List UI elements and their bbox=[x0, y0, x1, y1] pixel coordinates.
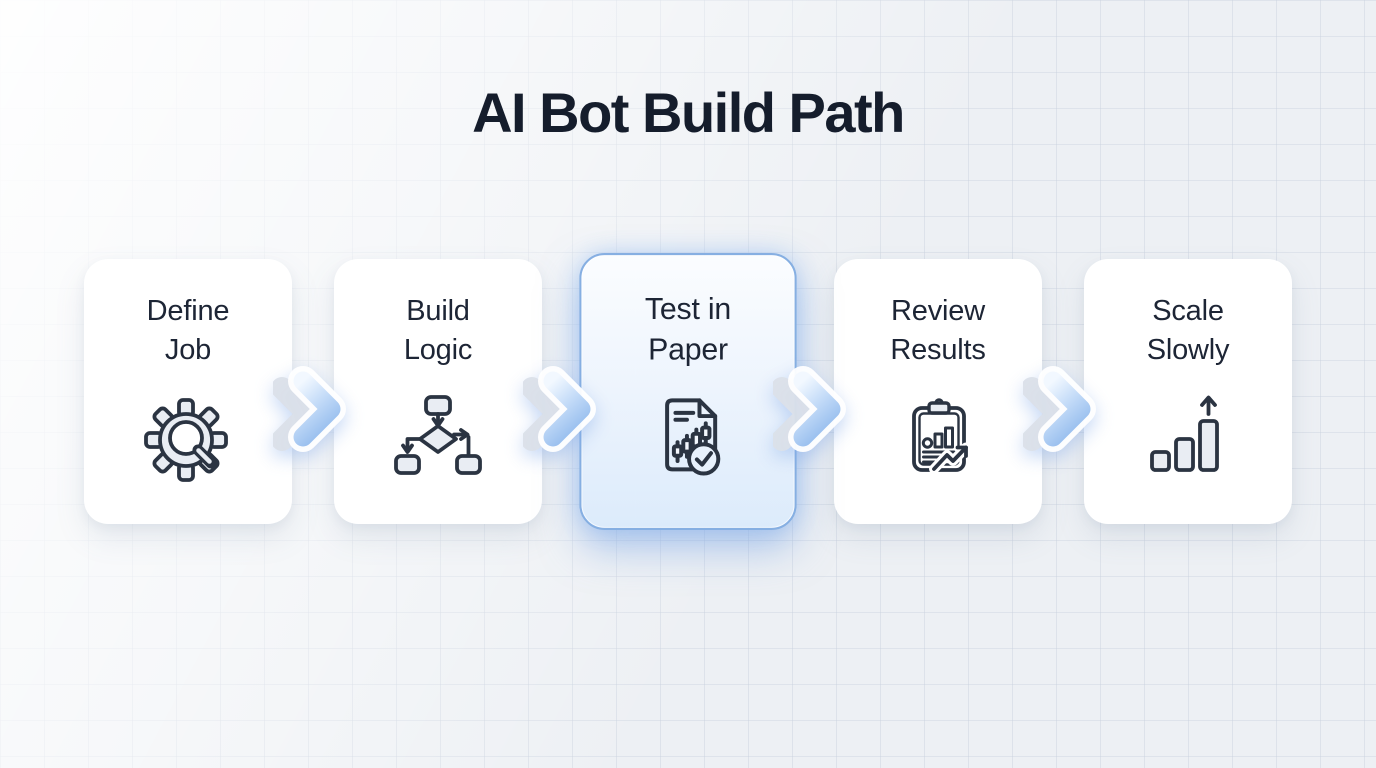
step-title-line: Scale bbox=[1152, 295, 1224, 327]
step-card-scale-slowly: Scale Slowly bbox=[1084, 259, 1292, 524]
step-title-line: Test in bbox=[644, 292, 732, 327]
step-title: Review Results bbox=[890, 292, 986, 370]
step-title: Build Logic bbox=[403, 292, 473, 370]
flowchart-icon bbox=[390, 392, 486, 488]
arrow-right-icon bbox=[523, 366, 596, 452]
page-title: AI Bot Build Path bbox=[472, 81, 905, 144]
arrow-right-icon bbox=[273, 366, 346, 452]
clipboard-chart-icon bbox=[890, 392, 986, 488]
step-title: Test in Paper bbox=[645, 290, 731, 372]
step-card-review-results: Review Results bbox=[834, 259, 1042, 524]
step-title-line: Build bbox=[406, 295, 470, 327]
arrow-right-icon bbox=[1023, 366, 1096, 452]
arrow-right-icon bbox=[773, 366, 846, 452]
step-card-define-job: Define Job bbox=[84, 259, 292, 524]
document-candlestick-check-icon bbox=[638, 390, 738, 490]
step-title-line: Review bbox=[891, 295, 985, 327]
step-title-line: Slowly bbox=[1146, 334, 1230, 366]
step-title: Scale Slowly bbox=[1147, 292, 1230, 370]
step-card-build-logic: Build Logic bbox=[334, 259, 542, 524]
step-title-line: Job bbox=[164, 334, 212, 366]
step-title-line: Logic bbox=[403, 334, 473, 366]
step-card-test-in-paper: Test in Paper bbox=[579, 253, 797, 530]
step-title-line: Paper bbox=[648, 333, 728, 367]
steps-flow: Define Job bbox=[84, 253, 1292, 530]
bar-chart-growth-icon bbox=[1140, 392, 1236, 488]
step-title: Define Job bbox=[147, 292, 230, 370]
gear-search-icon bbox=[140, 392, 236, 488]
step-title-line: Results bbox=[890, 334, 986, 366]
step-title-line: Define bbox=[146, 295, 230, 327]
